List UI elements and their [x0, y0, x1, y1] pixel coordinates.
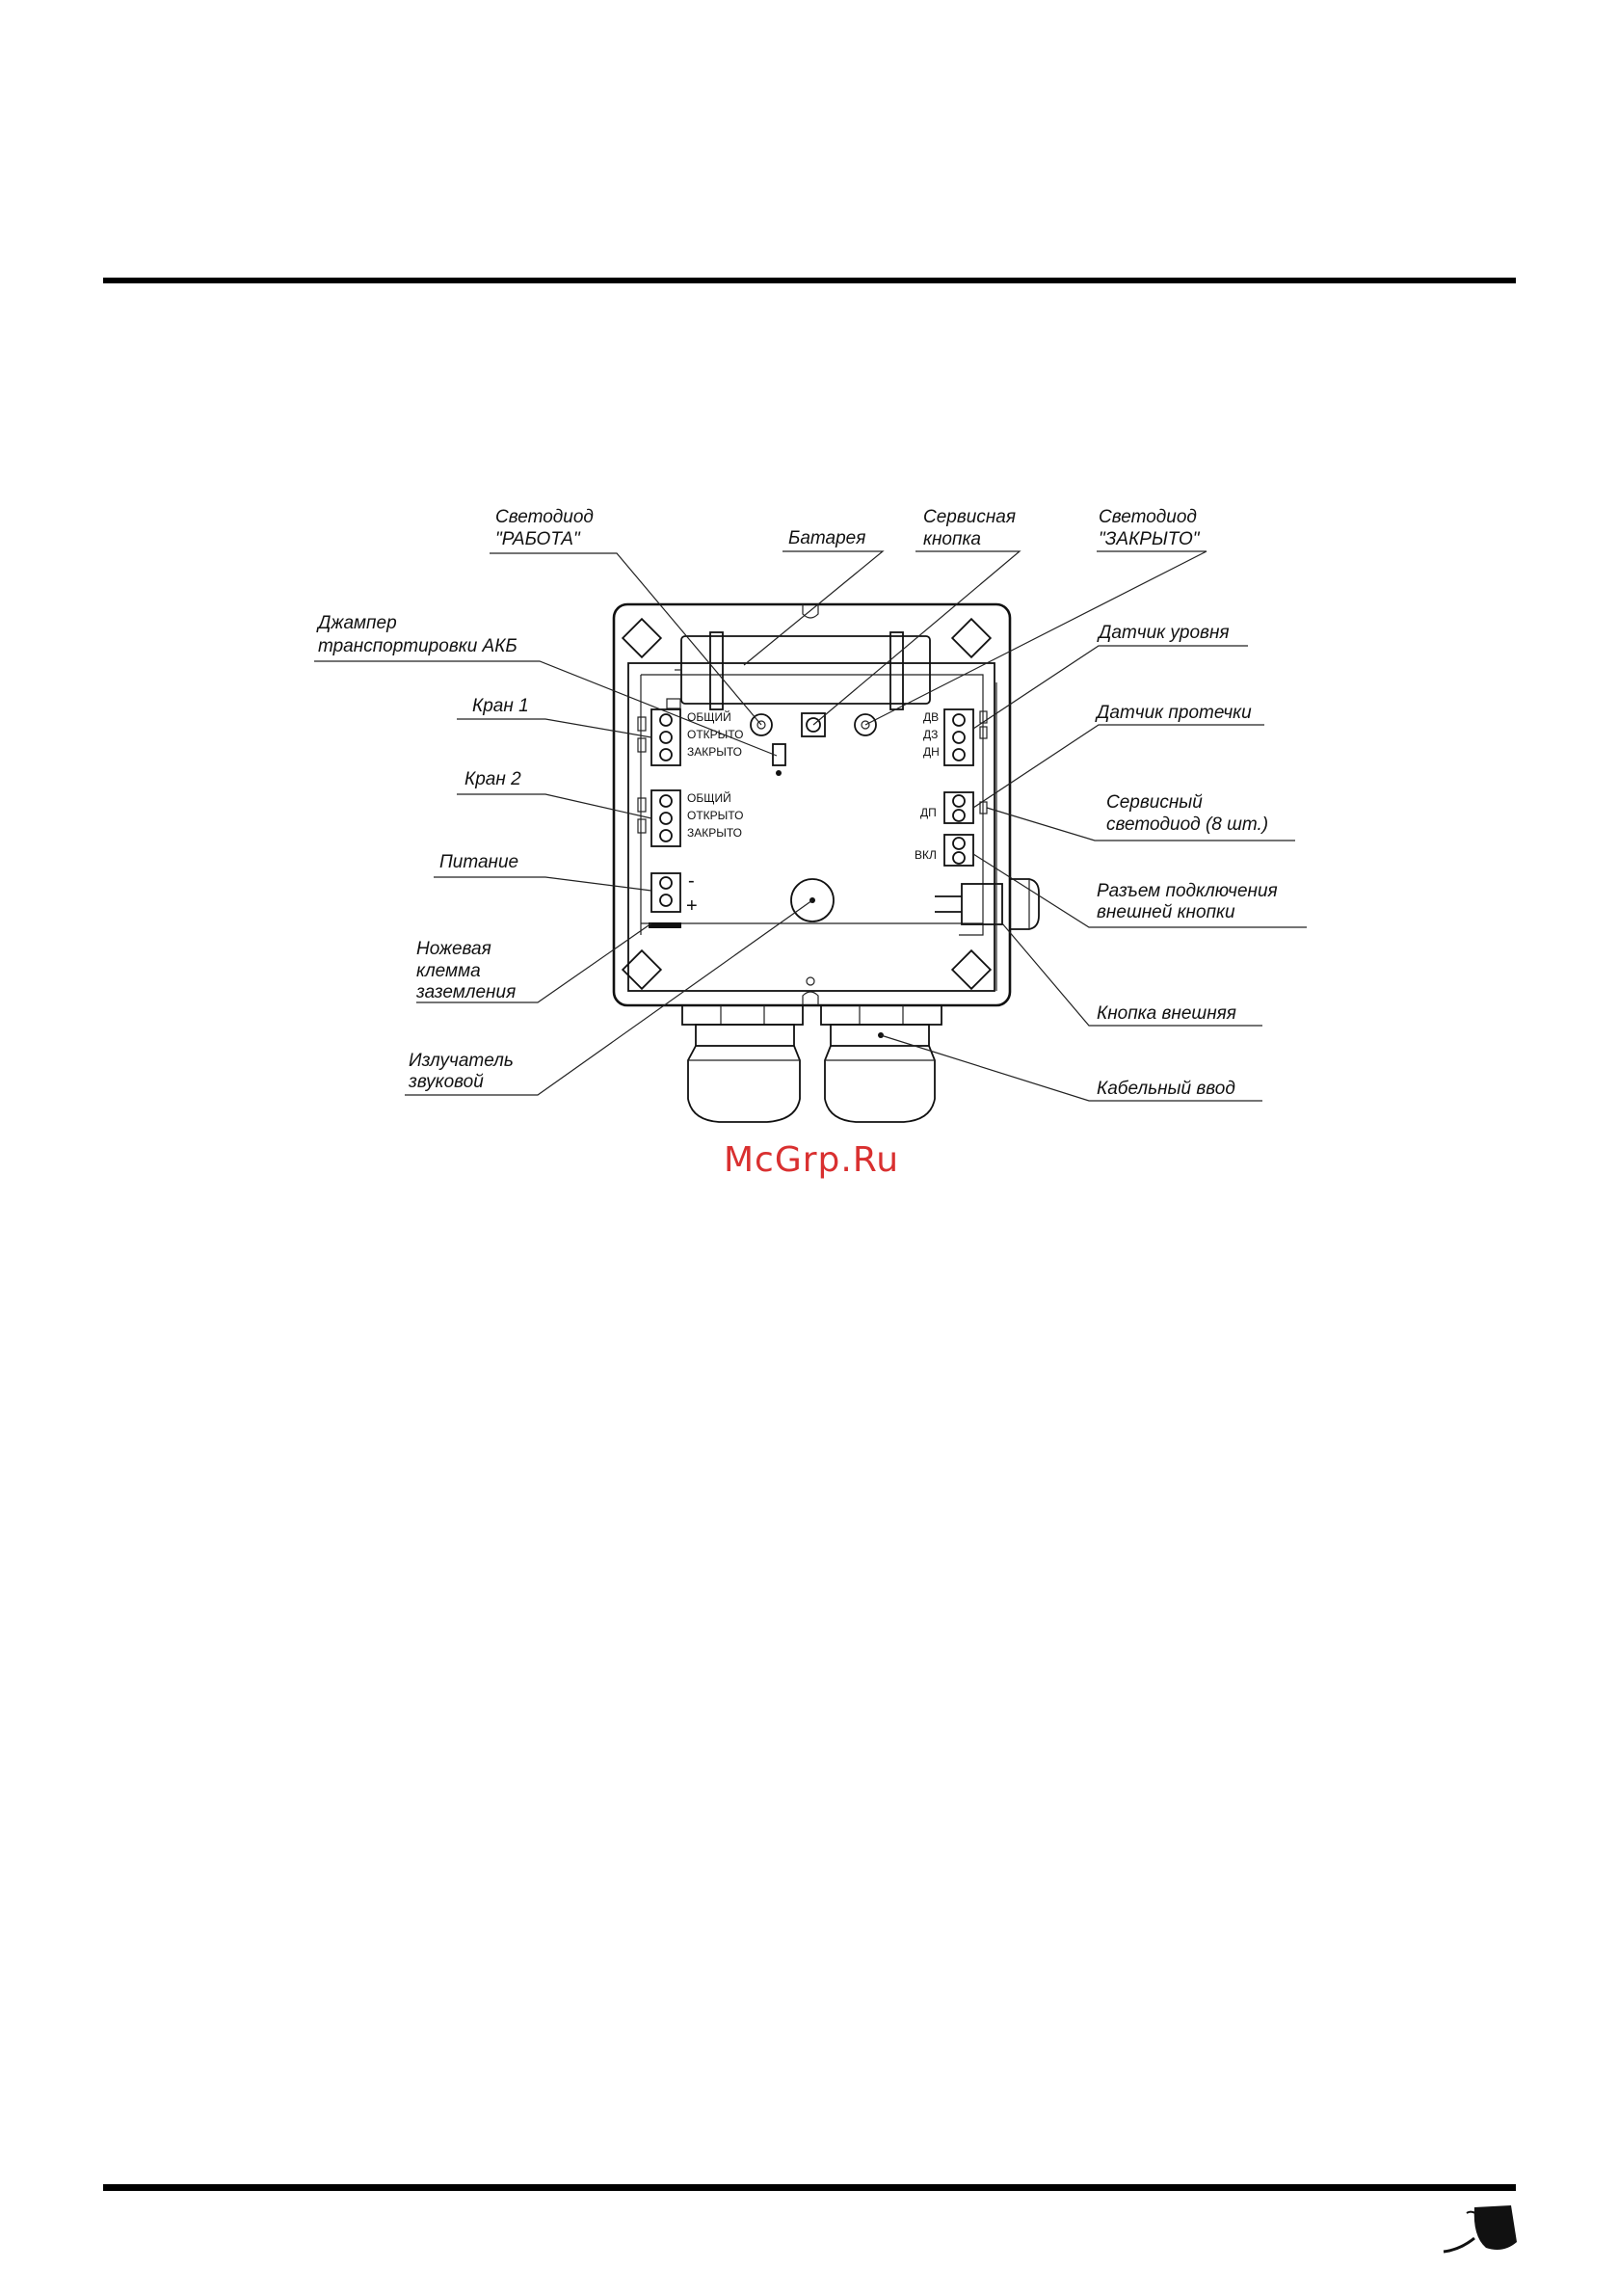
stingray-logo-icon: [1443, 2205, 1517, 2254]
led-work-icon: [750, 713, 773, 736]
valve1-pin-closed: ЗАКРЫТО: [687, 745, 742, 759]
battery-icon: [675, 631, 931, 710]
callout-ext-button: Кнопка внешняя: [1097, 1003, 1236, 1024]
footer-rule: [103, 2184, 1516, 2191]
header-rule: [103, 278, 1516, 283]
enclosure: [612, 602, 1012, 1007]
leak-sensor-terminal-icon: [943, 791, 988, 824]
callout-jumper-line1: Джампер: [316, 613, 397, 633]
on-pin: ВКЛ: [915, 848, 937, 862]
callout-valve1: Кран 1: [472, 696, 529, 716]
valve1-pin-open: ОТКРЫТО: [687, 728, 743, 741]
callout-service-led-line2: светодиод (8 шт.): [1106, 814, 1268, 835]
service-button-icon: [801, 712, 826, 737]
callout-battery: Батарея: [788, 528, 865, 548]
led-closed-icon: [854, 713, 877, 736]
valve2-terminal-icon: [637, 789, 681, 847]
watermark: McGrp.Ru: [724, 1140, 899, 1180]
cable-gland-icon: [820, 1004, 942, 1123]
valve2-pin-closed: ЗАКРЫТО: [687, 826, 742, 840]
on-terminal-icon: [943, 834, 974, 867]
callout-leak-sensor: Датчик протечки: [1095, 703, 1252, 723]
callout-cable-entry: Кабельный ввод: [1097, 1079, 1235, 1099]
callout-led-work-line2: "РАБОТА": [495, 529, 581, 549]
callout-led-closed-line2: "ЗАКРЫТО": [1099, 529, 1201, 549]
callout-buzzer-line1: Излучатель: [409, 1051, 514, 1071]
valve1-terminal-icon: [637, 698, 681, 766]
leak-pin: ДП: [920, 806, 937, 819]
power-terminal-icon: [650, 872, 681, 913]
callout-service-button-line1: Сервисная: [923, 507, 1016, 527]
power-pin-plus: +: [686, 895, 698, 917]
valve2-pin-open: ОТКРЫТО: [687, 809, 743, 822]
level-pin-set: ДЗ: [923, 728, 938, 741]
power-pin-minus: -: [688, 870, 695, 892]
callout-jumper-line2: транспортировки АКБ: [318, 636, 517, 656]
cable-gland-icon: [681, 1004, 804, 1123]
level-sensor-terminal-icon: [943, 708, 988, 766]
callout-ext-connector-line2: внешней кнопки: [1097, 902, 1235, 922]
leader-lines: [314, 550, 1307, 1102]
callout-ground-line2: клемма: [416, 961, 481, 981]
callout-power: Питание: [439, 852, 518, 872]
jumper-icon: [772, 743, 786, 776]
callout-ground-line3: заземления: [415, 982, 516, 1002]
mounting-hole-icon: [621, 617, 993, 991]
callout-buzzer-line2: звуковой: [408, 1072, 484, 1092]
ground-terminal-icon: [649, 922, 681, 928]
callout-valve2: Кран 2: [464, 769, 521, 789]
ext-button-icon: [1010, 878, 1040, 930]
callout-ext-connector-line1: Разъем подключения: [1097, 881, 1278, 901]
valve2-pin-common: ОБЩИЙ: [687, 790, 731, 805]
callout-led-closed-line1: Светодиод: [1099, 507, 1197, 527]
ext-connector-icon: [935, 883, 1003, 925]
callout-level-sensor: Датчик уровня: [1097, 623, 1230, 643]
callout-service-led-line1: Сервисный: [1106, 792, 1203, 813]
level-pin-low: ДН: [923, 745, 940, 759]
valve1-pin-common: ОБЩИЙ: [687, 709, 731, 724]
callout-led-work-line1: Светодиод: [495, 507, 594, 527]
callout-ground-line1: Ножевая: [416, 939, 491, 959]
callout-service-button-line2: кнопка: [923, 529, 981, 549]
level-pin-high: ДВ: [923, 710, 939, 724]
